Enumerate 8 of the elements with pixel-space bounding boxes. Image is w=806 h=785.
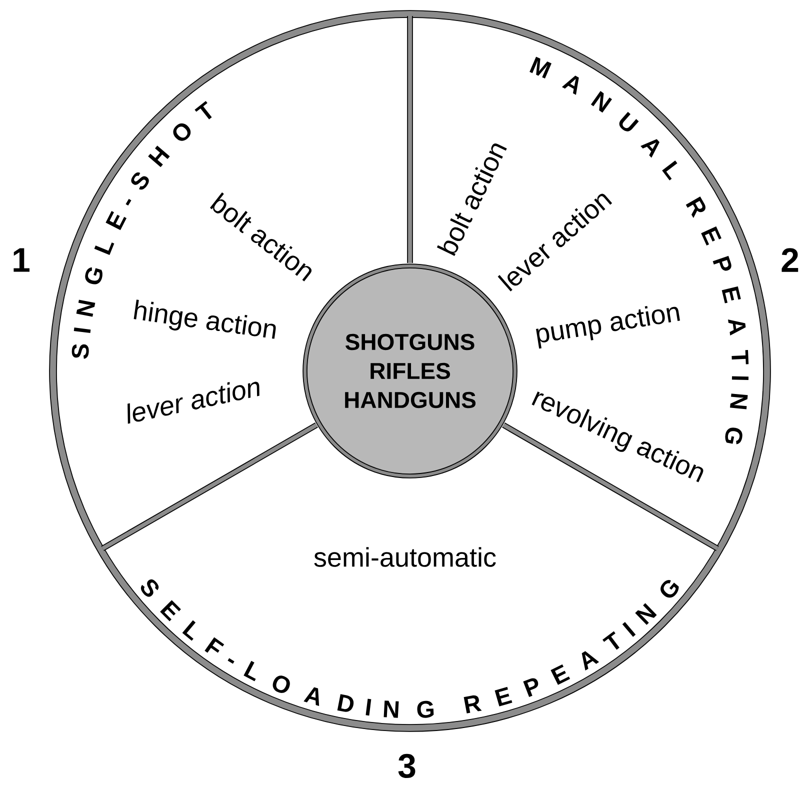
action-label: hinge action — [134, 300, 276, 339]
sector-number: 2 — [782, 248, 798, 272]
action-label: bolt action — [436, 144, 507, 256]
action-label: semi-automatic — [314, 547, 496, 567]
sector-number: 3 — [398, 754, 416, 778]
action-label: pump action — [536, 306, 680, 349]
action-label: lever action — [128, 382, 260, 424]
sector-number: 1 — [14, 248, 30, 272]
